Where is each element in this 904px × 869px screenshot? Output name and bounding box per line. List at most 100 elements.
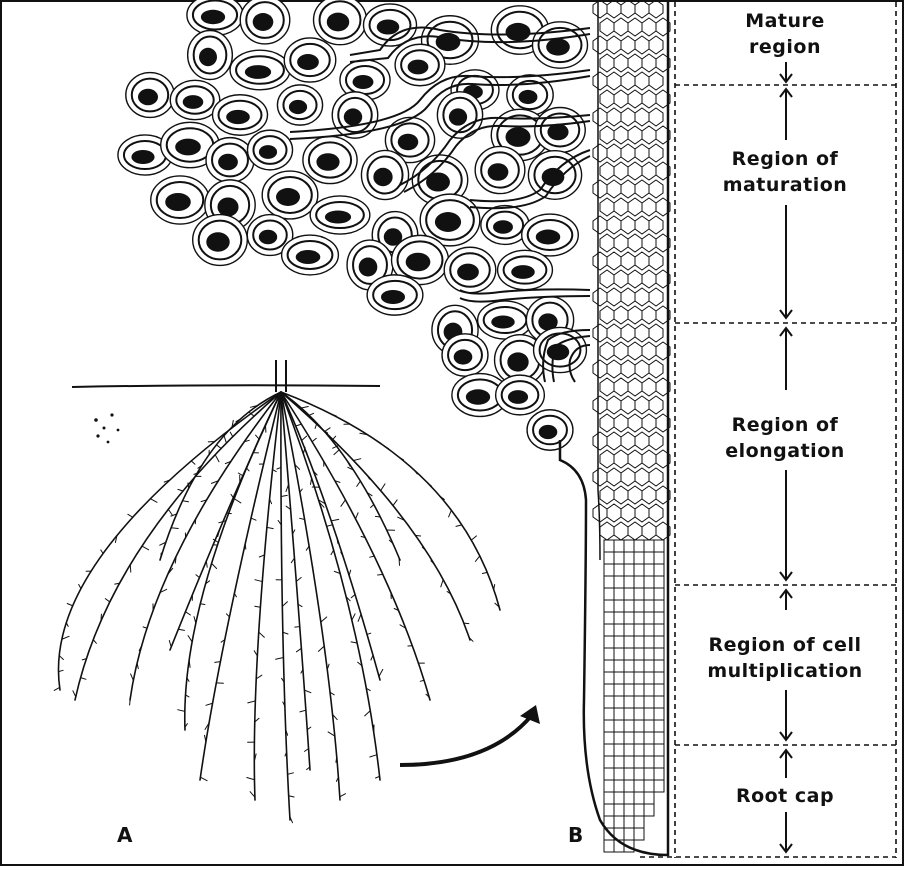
- epidermal-cell: [649, 216, 663, 234]
- meristem-cell: [614, 804, 624, 816]
- root-hair-fine: [255, 606, 261, 607]
- meristem-cell: [654, 552, 664, 564]
- epidermal-cell: [607, 0, 621, 18]
- root-hair-fine: [212, 563, 217, 568]
- meristem-cell: [654, 624, 664, 636]
- zone-label-maturation: Region of maturation: [690, 146, 880, 198]
- epidermal-cell: [635, 252, 649, 270]
- particle-shading: [344, 108, 362, 125]
- meristem-cell: [624, 600, 634, 612]
- meristem-cell: [624, 564, 634, 576]
- meristem-cell: [654, 636, 664, 648]
- epidermal-cell: [600, 342, 614, 360]
- epidermal-cell: [614, 270, 628, 288]
- epidermal-cell: [621, 432, 635, 450]
- epidermal-cell: [593, 108, 607, 126]
- root-hair-fine: [178, 629, 184, 630]
- epidermal-cell: [593, 396, 607, 414]
- root-hair-fine: [178, 710, 185, 712]
- root-hair-fine: [471, 536, 476, 540]
- particle-shading: [175, 139, 201, 156]
- particle-shading: [511, 265, 535, 279]
- meristem-cell: [634, 600, 644, 612]
- meristem-cell: [654, 564, 664, 576]
- epidermal-cell: [642, 522, 656, 540]
- epidermal-cell: [614, 54, 628, 72]
- epidermal-cell: [600, 378, 614, 396]
- root-hair-fine: [304, 690, 310, 693]
- epidermal-cell: [607, 216, 621, 234]
- particle-shading: [353, 75, 374, 89]
- root-hair-fine: [73, 691, 76, 697]
- meristem-cell: [644, 720, 654, 732]
- root-hair-fine: [169, 641, 171, 648]
- meristem-cell: [604, 600, 614, 612]
- epidermal-cell: [642, 126, 656, 144]
- root-hair-fine: [202, 760, 203, 765]
- root-hair-fine: [137, 663, 138, 668]
- root-hair-fine: [251, 518, 256, 520]
- epidermal-cell: [614, 414, 628, 432]
- meristem-cell: [604, 672, 614, 684]
- root-hair-fine: [357, 481, 361, 486]
- epidermal-cell: [628, 18, 642, 36]
- meristem-cell: [634, 660, 644, 672]
- epidermal-cell: [635, 0, 649, 18]
- meristem-cell: [604, 720, 614, 732]
- root-hair-fine: [378, 574, 383, 575]
- root-branch: [75, 392, 281, 700]
- root-hair-fine: [288, 773, 294, 775]
- epidermal-cell: [621, 216, 635, 234]
- meristem-cell: [624, 636, 634, 648]
- meristem-cell: [644, 732, 654, 744]
- epidermal-cell: [635, 288, 649, 306]
- epidermal-cell: [607, 468, 621, 486]
- epidermal-cell: [635, 180, 649, 198]
- epidermal-cell: [628, 270, 642, 288]
- root-hair-fine: [216, 445, 221, 448]
- root-hair-fine: [93, 640, 96, 644]
- root-hair-fine: [189, 660, 190, 667]
- meristem-cell: [654, 648, 664, 660]
- epidermal-cell: [600, 198, 614, 216]
- meristem-cell: [634, 648, 644, 660]
- zone-label-rootcap: Root cap: [690, 783, 880, 809]
- meristem-cell: [634, 720, 644, 732]
- root-hair-fine: [282, 602, 287, 607]
- meristem-cell: [624, 816, 634, 828]
- epidermal-cell: [607, 108, 621, 126]
- root-hair-fine: [475, 556, 479, 561]
- root-hair-fine: [276, 658, 284, 660]
- meristem-cell: [654, 720, 664, 732]
- meristem-cell: [654, 576, 664, 588]
- meristem-cell: [604, 768, 614, 780]
- root-hair-fine: [130, 565, 131, 572]
- epidermal-cell: [642, 414, 656, 432]
- maturation-arrow: [780, 89, 792, 318]
- meristem-cell: [604, 588, 614, 600]
- root-hair-fine: [227, 513, 232, 514]
- zone-label-elongation: Region of elongation: [690, 412, 880, 464]
- zone-label-multiplication: Region of cell multiplication: [680, 632, 890, 684]
- epidermal-cell: [628, 450, 642, 468]
- meristem-cell: [624, 648, 634, 660]
- meristem-cell: [604, 744, 614, 756]
- particle-shading: [327, 13, 350, 32]
- particle-shading: [493, 220, 513, 233]
- root-hair-fine: [449, 510, 452, 517]
- meristem-cell: [614, 624, 624, 636]
- meristem-cell: [614, 576, 624, 588]
- epidermal-cell: [635, 432, 649, 450]
- root-branch: [281, 392, 340, 800]
- epidermal-cell: [614, 90, 628, 108]
- meristem-cell: [614, 708, 624, 720]
- meristem-cell: [614, 768, 624, 780]
- soil-particles: [118, 0, 588, 450]
- root-hair-fine: [318, 646, 324, 651]
- epidermal-cell: [649, 180, 663, 198]
- epidermal-cell: [649, 324, 663, 342]
- particle-shading: [253, 13, 274, 31]
- epidermal-cell: [642, 18, 656, 36]
- epidermal-cell: [593, 72, 607, 90]
- epidermal-cell: [642, 162, 656, 180]
